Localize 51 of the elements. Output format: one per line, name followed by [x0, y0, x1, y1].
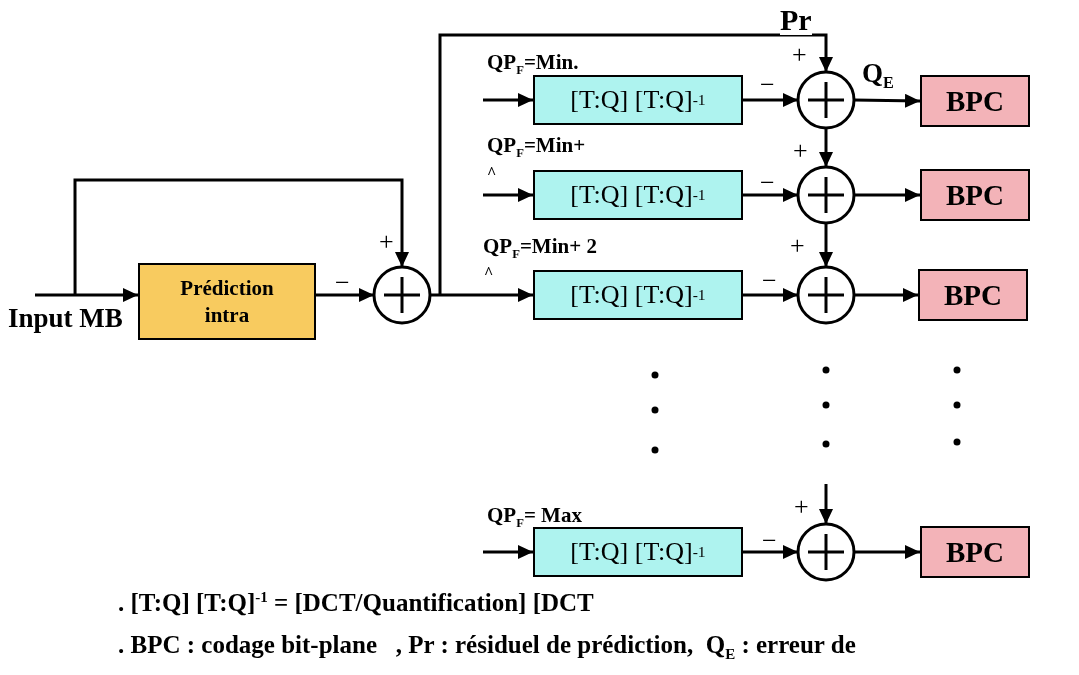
arrow: [743, 545, 798, 559]
sign-label: +: [793, 138, 808, 164]
note-text: . [T:Q] [T:Q]$^{-1}$ = [DCT/Quantification] [DCT: [118, 590, 594, 616]
arrow: [854, 288, 918, 302]
summing-junction: [372, 265, 432, 325]
arrow: [316, 288, 374, 302]
parameter-label: QP$_{F}$=Min+ 2: [483, 236, 597, 261]
parameter-label: QP$_{F}$=Min.: [487, 52, 579, 77]
arrow: [483, 93, 533, 107]
summing-junction: [796, 165, 856, 225]
sign-label: −: [762, 528, 777, 554]
bit-plane-coding-block: BPC: [920, 75, 1030, 127]
arrow: [430, 288, 533, 302]
arrow: [743, 288, 798, 302]
hat-mark: ^: [484, 265, 494, 281]
note-text: . BPC : codage bit-plane , Pr : résiduel de prédiction, Q$_{E}$ : erreur de: [118, 632, 856, 662]
arrow: [819, 223, 833, 267]
arrow: [73, 178, 409, 295]
parameter-label: QP$_{F}$=Min+: [487, 135, 586, 160]
summing-junction: [796, 70, 856, 130]
arrow: [35, 288, 138, 303]
summing-junction: [796, 265, 856, 325]
arrow: [438, 33, 833, 295]
bit-plane-coding-block: BPC: [920, 526, 1030, 578]
arrow: [743, 93, 798, 107]
sign-label: +: [792, 42, 807, 68]
transform-block: [T:Q] [T:Q]$^{-1}$: [533, 527, 743, 577]
parameter-label: QP$_{F}$= Max: [487, 505, 582, 530]
bit-plane-coding-block: BPC: [918, 269, 1028, 321]
sign-label: −: [760, 72, 775, 98]
arrow: [483, 188, 533, 202]
sign-label: +: [794, 494, 809, 520]
arrow: [819, 128, 833, 167]
prediction-block: Prédiction intra: [138, 263, 316, 340]
sign-label: −: [335, 270, 350, 296]
bit-plane-coding-block: BPC: [920, 169, 1030, 221]
transform-block: [T:Q] [T:Q]$^{-1}$: [533, 75, 743, 125]
arrow: [819, 484, 833, 524]
sign-label: +: [379, 229, 394, 255]
arrow: [743, 188, 798, 202]
arrow: [854, 545, 920, 559]
transform-block: [T:Q] [T:Q]$^{-1}$: [533, 270, 743, 320]
hat-mark: ^: [487, 165, 497, 181]
transform-block: [T:Q] [T:Q]$^{-1}$: [533, 170, 743, 220]
arrow: [853, 93, 921, 108]
sign-label: −: [760, 170, 775, 196]
sign-label: +: [790, 233, 805, 259]
arrow: [854, 188, 920, 202]
summing-junction: [796, 522, 856, 582]
sign-label: −: [762, 268, 777, 294]
arrow: [483, 545, 533, 559]
